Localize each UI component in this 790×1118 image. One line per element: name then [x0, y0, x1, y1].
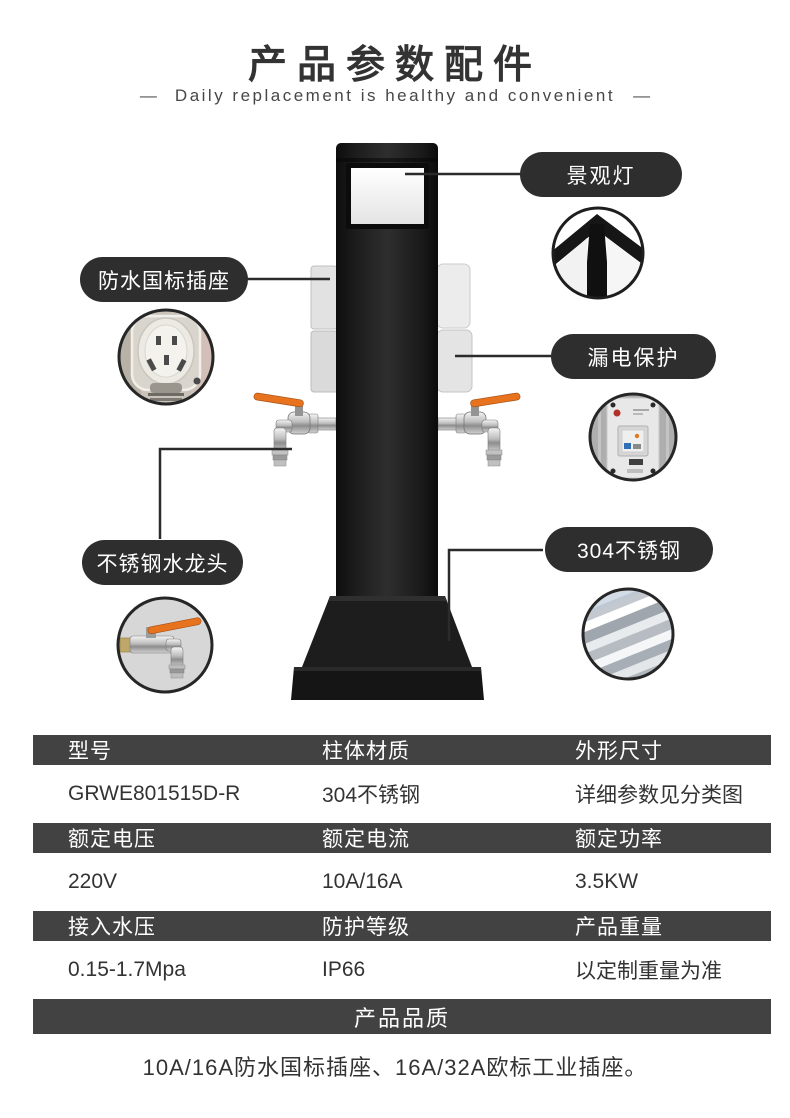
quality-bar: 产品品质 — [33, 999, 771, 1034]
spec-value-weight: 以定制重量为准 — [575, 960, 722, 983]
spec-value-model: GRWE801515D-R — [68, 782, 241, 805]
callout-stainless-304: 304不锈钢 — [545, 527, 713, 572]
callout-lines — [158, 172, 553, 641]
spec-header: 柱体材质 — [322, 740, 410, 763]
pillar-body — [336, 143, 438, 655]
lamp-inset-image — [551, 206, 645, 300]
callout-leakage-protection: 漏电保护 — [551, 334, 716, 379]
spec-header-row-2: 额定电压 额定电流 额定功率 — [33, 823, 771, 853]
socket-inset-image — [117, 308, 215, 406]
spec-value-row-1: GRWE801515D-R 304不锈钢 详细参数见分类图 — [33, 765, 771, 823]
faucet-right — [437, 392, 521, 467]
spec-value-dimensions: 详细参数见分类图 — [575, 784, 743, 807]
spec-header-row-1: 型号 柱体材质 外形尺寸 — [33, 735, 771, 765]
quality-note: 10A/16A防水国标插座、16A/32A欧标工业插座。 — [142, 1055, 648, 1080]
spec-header: 接入水压 — [68, 916, 156, 939]
dash-left-icon: — — [139, 86, 157, 105]
spec-value-water-pressure: 0.15-1.7Mpa — [68, 958, 186, 981]
socket-box-left — [310, 265, 340, 393]
pedestal-base — [291, 596, 484, 700]
spec-value-voltage: 220V — [68, 870, 118, 893]
faucet-left — [253, 392, 337, 467]
spec-header: 型号 — [68, 740, 112, 763]
spec-value-row-2: 220V 10A/16A 3.5KW — [33, 853, 771, 911]
callout-waterproof-socket: 防水国标插座 — [80, 257, 248, 302]
spec-value-row-3: 0.15-1.7Mpa IP66 以定制重量为准 — [33, 941, 771, 999]
spec-header: 防护等级 — [322, 916, 410, 939]
spec-value-protection-rating: IP66 — [322, 958, 366, 981]
line-stainless-304 — [447, 548, 543, 641]
spec-table: 型号 柱体材质 外形尺寸 GRWE801515D-R 304不锈钢 详细参数见分… — [33, 735, 771, 1034]
leakage-inset-image — [588, 392, 678, 482]
callout-landscape-light: 景观灯 — [520, 152, 682, 197]
spec-header: 产品重量 — [575, 916, 663, 939]
dash-right-icon: — — [633, 86, 651, 105]
callout-stainless-faucet: 不锈钢水龙头 — [82, 540, 243, 585]
spec-value-material: 304不锈钢 — [322, 784, 421, 807]
faucet-inset-image — [116, 596, 214, 694]
product-figure — [116, 143, 678, 700]
spec-header-row-3: 接入水压 防护等级 产品重量 — [33, 911, 771, 941]
page-subtitle-text: Daily replacement is healthy and conveni… — [174, 86, 616, 105]
spec-header: 额定功率 — [575, 828, 663, 851]
line-stainless-faucet — [158, 447, 292, 539]
spec-value-current: 10A/16A — [322, 870, 403, 893]
steel-inset-image — [581, 587, 675, 681]
spec-value-power: 3.5KW — [575, 870, 639, 893]
socket-box-right — [436, 263, 473, 393]
spec-header: 外形尺寸 — [575, 740, 663, 763]
page-title: 产品参数配件 — [247, 44, 542, 87]
page-subtitle: — Daily replacement is healthy and conve… — [0, 86, 790, 106]
spec-header: 额定电流 — [322, 828, 410, 851]
spec-header: 额定电压 — [68, 828, 156, 851]
landscape-light-panel — [346, 163, 429, 229]
